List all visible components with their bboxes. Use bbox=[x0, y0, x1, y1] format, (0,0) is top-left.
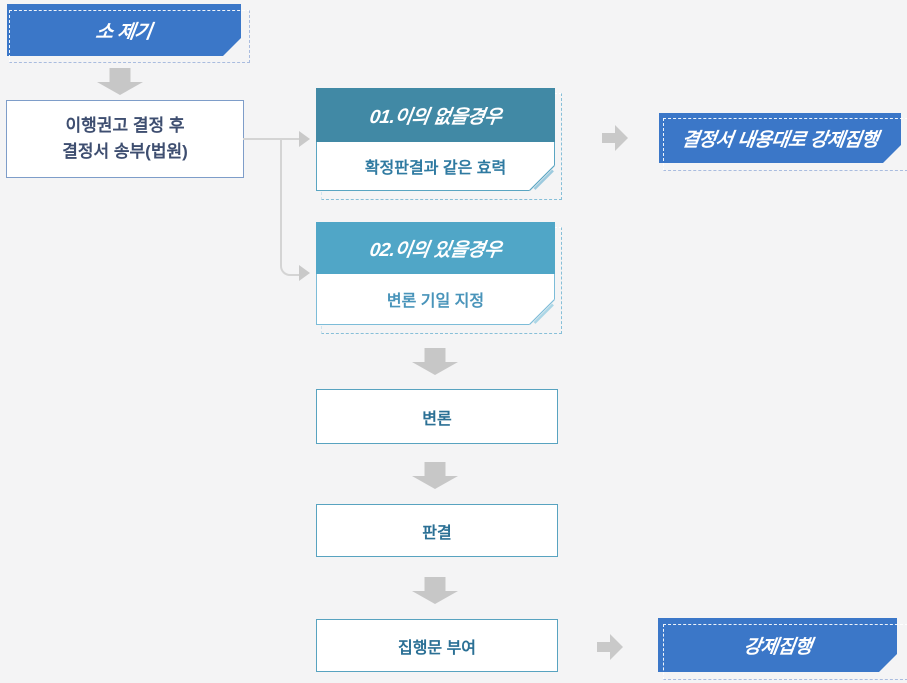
node-enforcement-label: 강제집행 bbox=[741, 636, 813, 658]
node-case-objection-body-label: 변론 기일 지정 bbox=[386, 293, 485, 310]
connector-elbow-line bbox=[280, 138, 302, 276]
folded-corner-icon bbox=[529, 165, 555, 191]
node-recommendation-line1: 이행권고 결정 후 bbox=[65, 116, 185, 135]
arrow-right-icon bbox=[597, 634, 623, 660]
node-case-objection: 02.이의 있을경우 변론 기일 지정 bbox=[316, 222, 562, 334]
node-pleading: 변론 bbox=[316, 389, 558, 444]
node-writ: 집행문 부여 bbox=[316, 619, 558, 672]
node-start-shape: 소 제기 bbox=[7, 4, 241, 56]
node-case-no-objection-body: 확정판결과 같은 효력 bbox=[316, 142, 555, 191]
node-recommendation-line2: 결정서 송부(법원) bbox=[62, 142, 188, 161]
node-enforcement-shape: 강제집행 bbox=[658, 618, 897, 672]
node-case-no-objection-body-label: 확정판결과 같은 효력 bbox=[364, 160, 507, 177]
arrow-down-icon bbox=[412, 348, 458, 375]
node-writ-label: 집행문 부여 bbox=[397, 639, 477, 657]
connector-line bbox=[243, 138, 300, 140]
node-result-no-objection: 결정서 내용대로 강제집행 bbox=[659, 113, 907, 171]
node-result-no-objection-label: 결정서 내용대로 강제집행 bbox=[680, 129, 880, 151]
arrow-right-icon bbox=[602, 125, 628, 151]
node-enforcement: 강제집행 bbox=[658, 618, 907, 680]
node-result-no-objection-shape: 결정서 내용대로 강제집행 bbox=[659, 113, 901, 163]
arrow-down-icon bbox=[97, 68, 143, 95]
arrow-down-icon bbox=[412, 462, 458, 489]
node-start: 소 제기 bbox=[7, 4, 250, 63]
node-case-no-objection-header: 01.이의 없을경우 bbox=[316, 88, 555, 142]
node-judgment: 판결 bbox=[316, 504, 558, 557]
node-case-no-objection: 01.이의 없을경우 확정판결과 같은 효력 bbox=[316, 88, 562, 200]
connector-arrowhead-icon bbox=[299, 265, 310, 281]
arrow-down-icon bbox=[412, 577, 458, 604]
node-case-objection-header: 02.이의 있을경우 bbox=[316, 222, 555, 274]
node-judgment-label: 판결 bbox=[422, 524, 452, 542]
node-case-objection-body: 변론 기일 지정 bbox=[316, 274, 555, 325]
folded-corner-icon bbox=[529, 299, 555, 325]
node-pleading-label: 변론 bbox=[422, 410, 452, 428]
node-case-no-objection-title: 01.이의 없을경우 bbox=[367, 106, 503, 128]
node-case-objection-title: 02.이의 있을경우 bbox=[367, 239, 503, 261]
node-start-label: 소 제기 bbox=[94, 21, 154, 43]
node-recommendation: 이행권고 결정 후 결정서 송부(법원) bbox=[6, 100, 244, 178]
connector-arrowhead-icon bbox=[299, 131, 310, 147]
